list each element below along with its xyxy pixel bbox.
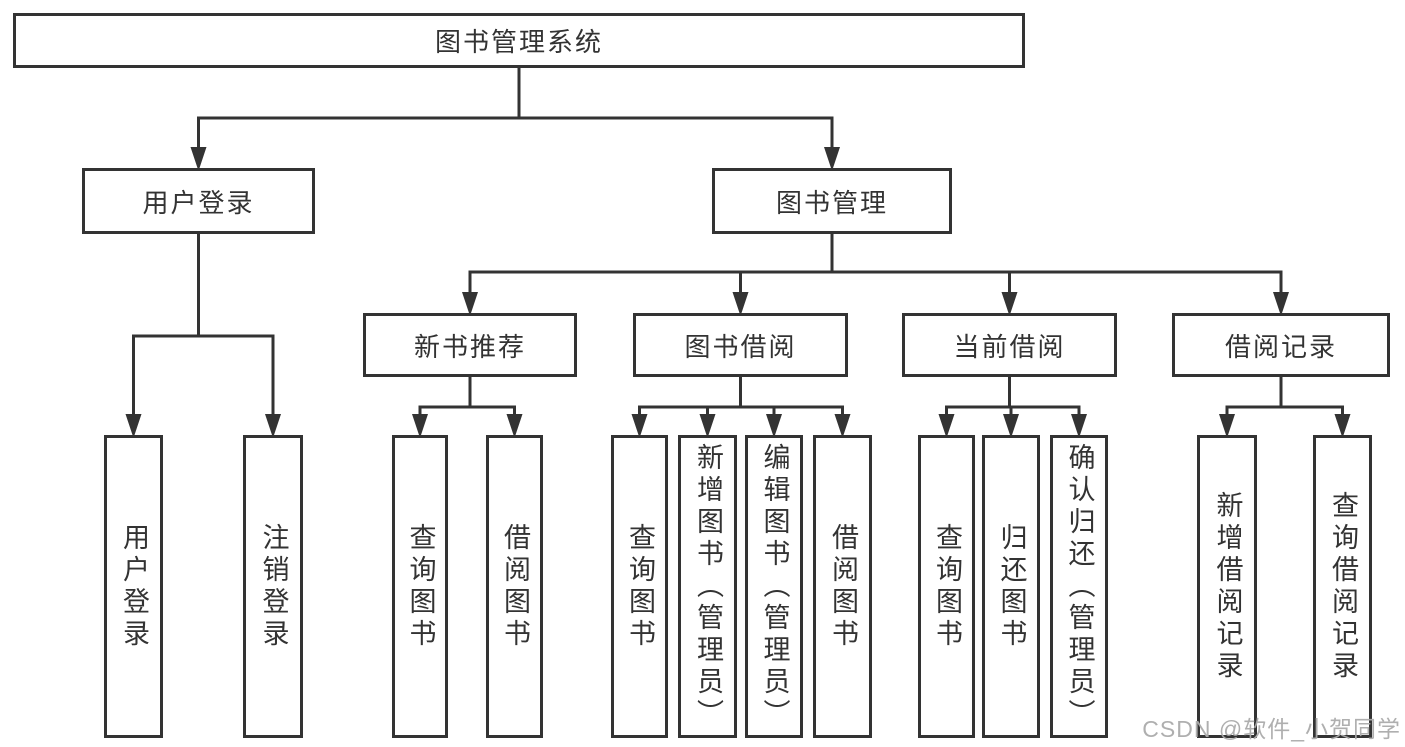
node-label-leaf-query-books-3: 查询图书 [932,522,962,651]
arrow-down-icon [125,414,142,438]
node-label-root: 图书管理系统 [434,27,603,57]
arrow-down-icon [766,414,782,438]
node-current-borrow: 当前借阅 [902,313,1117,377]
arrow-down-icon [631,414,648,438]
arrow-down-icon [462,292,478,316]
arrow-down-icon [412,414,428,438]
arrow-down-icon [1003,414,1019,438]
node-label-current-borrow: 当前借阅 [953,331,1066,362]
node-leaf-return-books: 归还图书 [982,435,1040,738]
node-label-leaf-query-books-2: 查询图书 [625,522,655,651]
node-leaf-query-books-1: 查询图书 [392,435,448,738]
arrow-down-icon [1219,414,1235,438]
node-leaf-confirm-return: 确认归还（管理员） [1050,435,1108,738]
node-leaf-query-borrow-record: 查询借阅记录 [1313,435,1372,738]
node-label-user-login: 用户登录 [142,187,255,218]
watermark: CSDN @软件_小贺同学 [1142,716,1401,742]
node-label-leaf-borrow-books-2: 借阅图书 [828,522,858,651]
node-label-leaf-edit-books: 编辑图书（管理员） [759,442,790,731]
node-label-leaf-query-borrow-record: 查询借阅记录 [1328,490,1358,683]
node-label-leaf-confirm-return: 确认归还（管理员） [1064,442,1095,731]
node-leaf-add-books: 新增图书（管理员） [678,435,737,738]
node-label-leaf-user-login: 用户登录 [119,522,149,651]
arrow-down-icon [824,147,840,171]
arrow-down-icon [1273,292,1289,316]
node-leaf-query-books-2: 查询图书 [611,435,668,738]
arrow-down-icon [1334,414,1351,438]
arrow-down-icon [265,414,281,438]
node-label-leaf-logout: 注销登录 [258,522,289,651]
node-new-book-rec: 新书推荐 [363,313,577,377]
node-label-new-book-rec: 新书推荐 [413,331,526,362]
node-user-login: 用户登录 [82,168,315,234]
arrow-down-icon [938,414,955,438]
node-leaf-query-books-3: 查询图书 [918,435,975,738]
node-label-leaf-query-books-1: 查询图书 [405,522,436,651]
node-label-leaf-borrow-books-1: 借阅图书 [500,522,530,651]
arrow-down-icon [1071,414,1087,438]
node-root: 图书管理系统 [13,13,1025,68]
node-leaf-add-borrow-record: 新增借阅记录 [1197,435,1257,738]
arrow-down-icon [190,147,207,171]
arrow-down-icon [732,292,749,316]
node-label-book-mgmt: 图书管理 [775,187,888,218]
arrow-down-icon [834,414,851,438]
arrow-down-icon [699,414,716,438]
arrow-down-icon [1001,292,1018,316]
node-label-leaf-add-books: 新增图书（管理员） [693,442,723,731]
node-book-borrow: 图书借阅 [633,313,848,377]
node-label-leaf-add-borrow-record: 新增借阅记录 [1212,490,1243,683]
node-leaf-logout: 注销登录 [243,435,303,738]
node-leaf-edit-books: 编辑图书（管理员） [745,435,803,738]
node-leaf-borrow-books-2: 借阅图书 [813,435,872,738]
arrow-down-icon [506,414,523,438]
node-leaf-borrow-books-1: 借阅图书 [486,435,543,738]
node-book-mgmt: 图书管理 [712,168,952,234]
node-label-book-borrow: 图书借阅 [684,331,797,362]
node-leaf-user-login: 用户登录 [104,435,163,738]
node-borrow-records: 借阅记录 [1172,313,1390,377]
node-label-borrow-records: 借阅记录 [1224,331,1337,362]
node-label-leaf-return-books: 归还图书 [996,522,1027,651]
